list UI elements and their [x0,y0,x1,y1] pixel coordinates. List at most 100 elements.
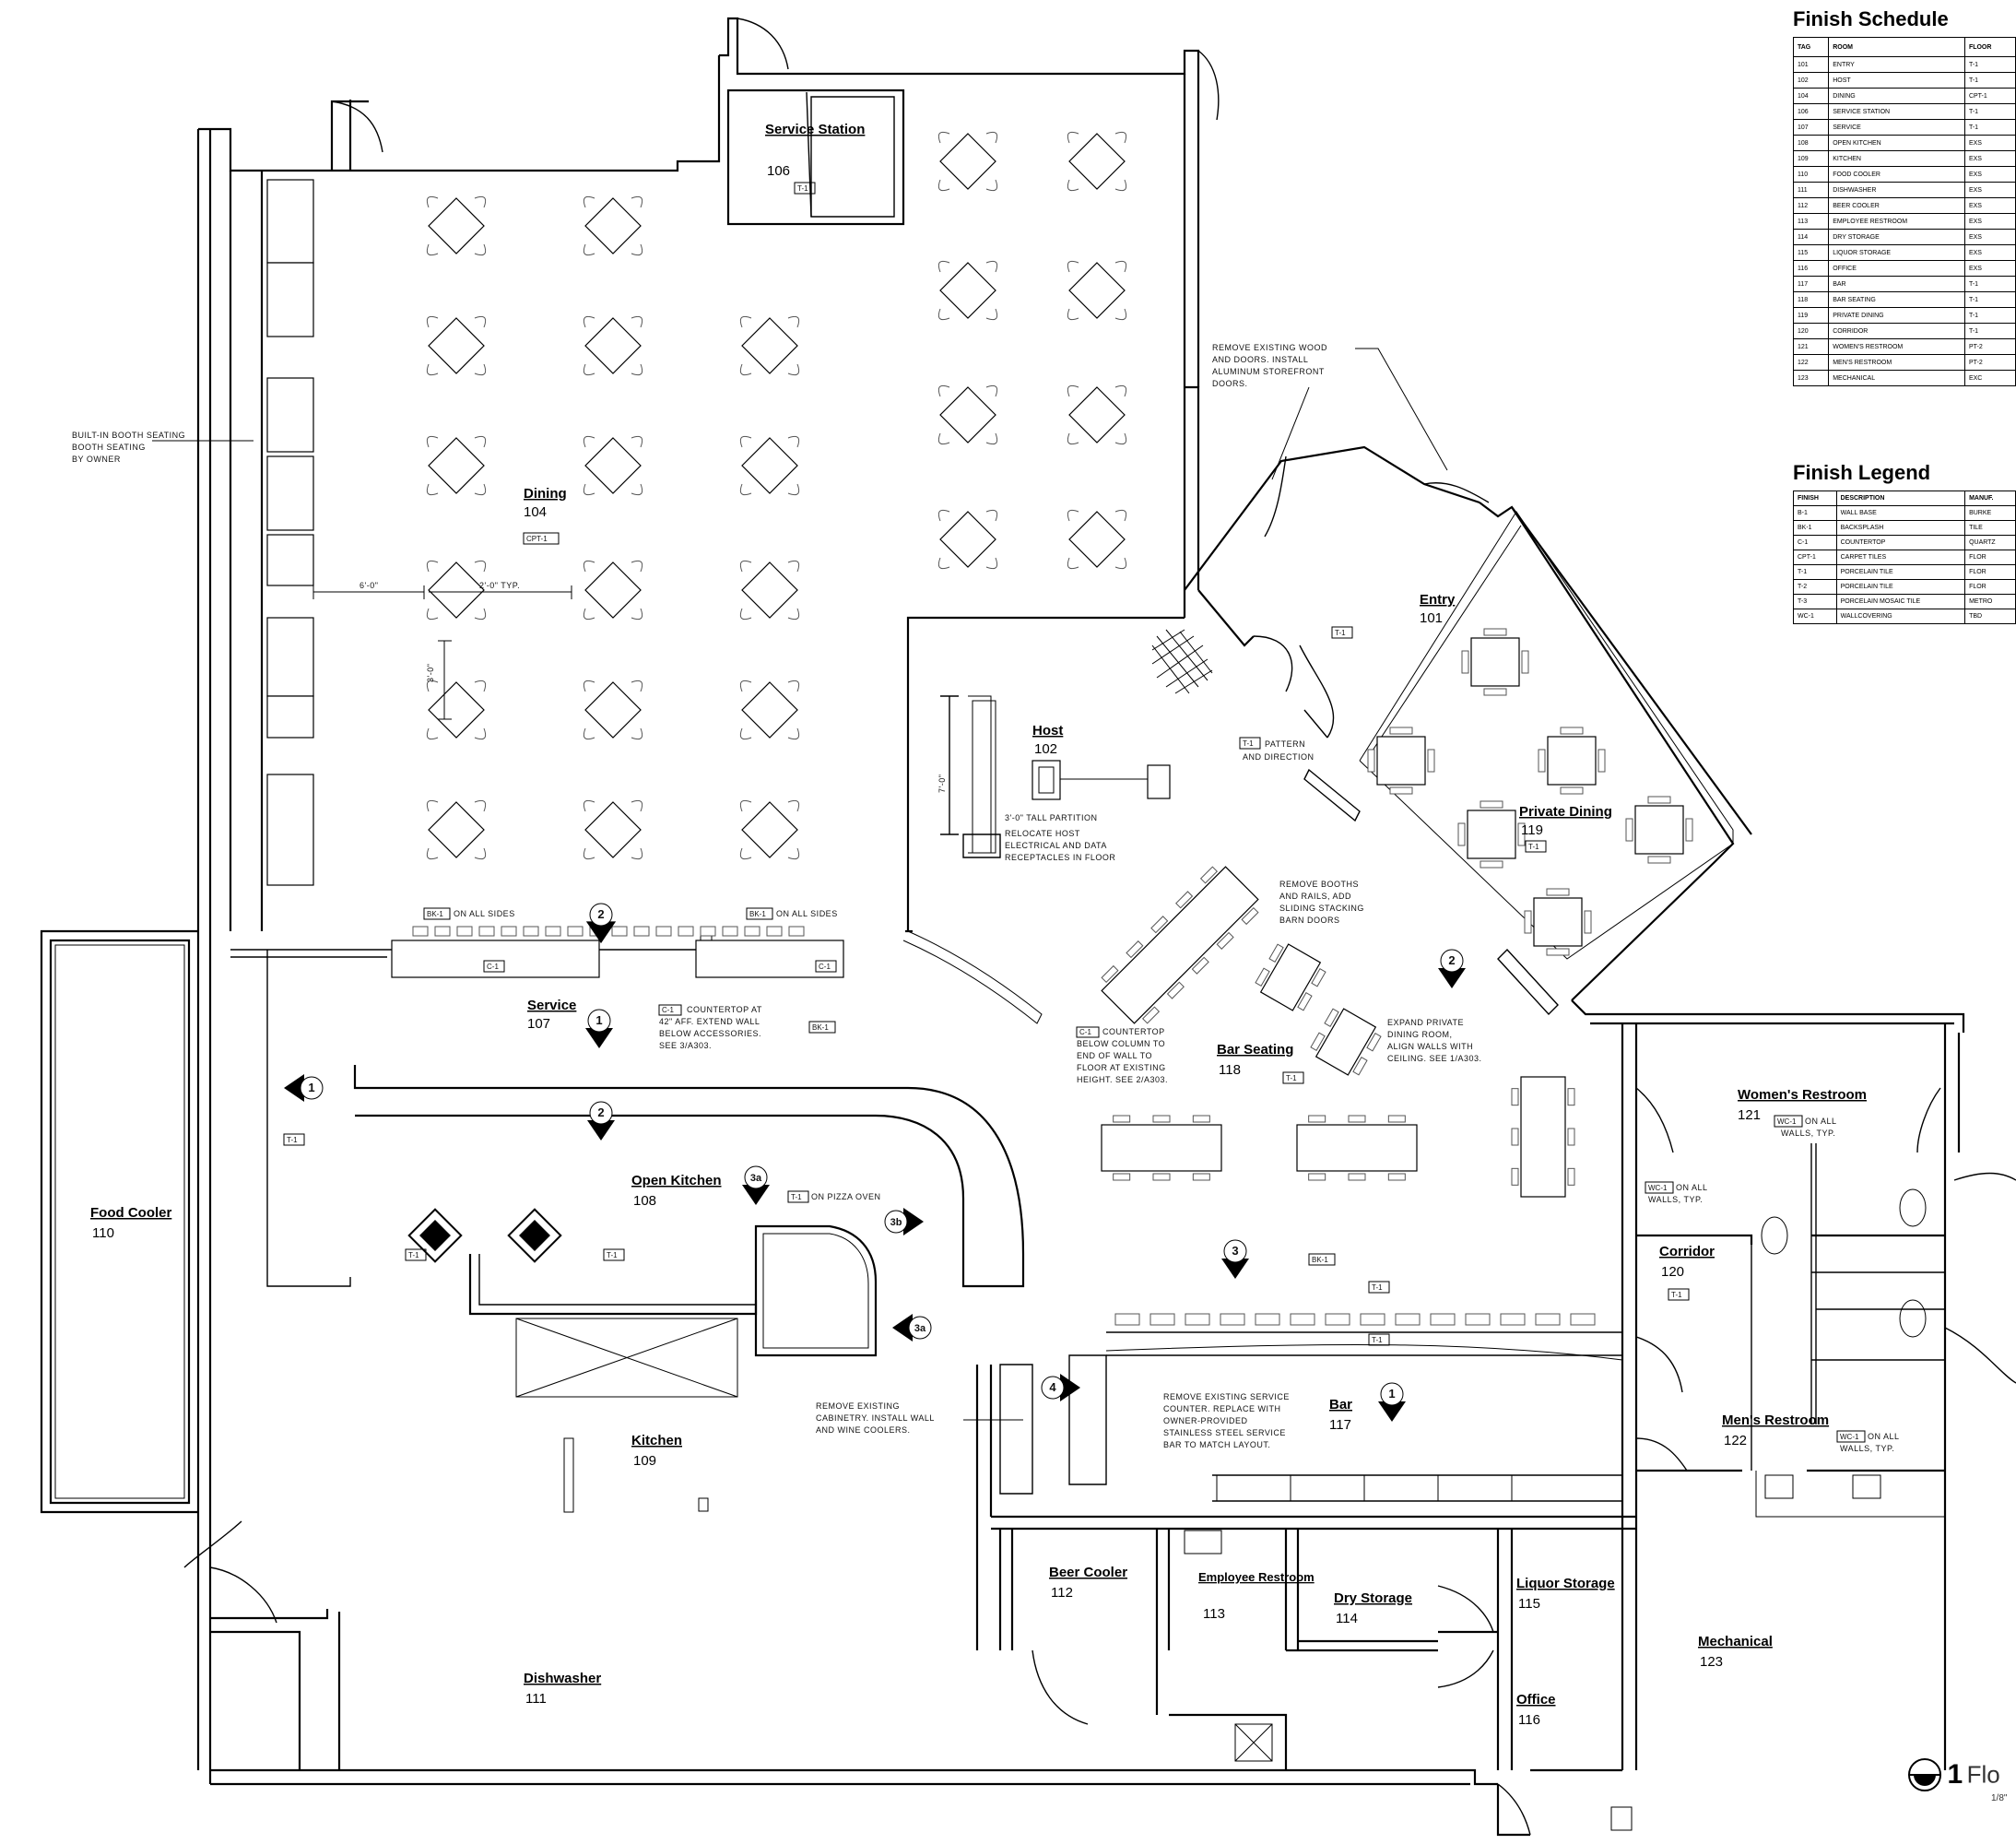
room-name-womens-restroom: Women's Restroom [1738,1087,1867,1103]
chair [787,608,800,621]
chair [1567,1088,1575,1106]
schedule-cell: T-1 [1963,276,2016,292]
chair [937,384,950,397]
chair [474,680,487,692]
note-service-1: REMOVE EXISTING SERVICE [1163,1392,1290,1401]
chair [985,260,998,273]
chair [1685,818,1693,842]
drawing-title: 1 Flo 1/8" [1906,1756,2007,1803]
note-pattern-2: AND DIRECTION [1243,752,1315,762]
table-top [1068,511,1126,568]
chair [631,195,643,208]
note-booths-2: AND RAILS, ADD [1279,892,1351,901]
room-number-dishwasher: 111 [525,1691,547,1707]
schedule-cell: BAR [1828,276,1965,292]
dining-table [739,560,800,621]
room-name-entry: Entry [1420,592,1456,608]
drawing-marker-icon [1908,1758,1941,1791]
chair [1175,891,1194,909]
finish-legend-title: Finish Legend [1793,461,1931,484]
tag-bk1-b: BK-1 [749,910,766,918]
schedule-cell: CORRIDOR [1828,323,1965,339]
chair [1166,981,1185,999]
schedule-cell: T-1 [1963,323,2016,339]
chair [1427,749,1435,773]
legend-cell: METRO [1964,594,2016,609]
chair [1517,822,1526,846]
chair [985,384,998,397]
chair [787,435,800,448]
square-table [1538,727,1606,795]
dining-tables [426,131,1693,956]
chair [426,483,439,496]
chair [985,432,998,445]
dim-aisle: 3'-0" [426,664,435,682]
schedule-cell: 119 [1792,307,1830,324]
tag-kitchen-a: T-1 [408,1251,419,1259]
schedule-cell: EXS [1963,260,2016,277]
room-number-host: 102 [1034,741,1057,757]
chair [739,847,752,860]
room-number-open-kitchen: 108 [633,1193,656,1209]
svg-text:4: 4 [1049,1380,1056,1394]
note-booth-3: BY OWNER [72,455,121,464]
dining-table [739,799,800,860]
stool [655,926,672,937]
chair [426,315,439,328]
table-top [1068,262,1126,319]
svg-text:3a: 3a [914,1323,926,1334]
room-name-dining: Dining [524,486,567,502]
tag-womens: WC-1 [1777,1117,1797,1126]
legend-cell: T-1 [1793,564,1837,580]
note-booths-1: REMOVE BOOTHS [1279,880,1359,889]
chair [1367,749,1375,773]
room-number-private-dining: 119 [1521,822,1543,838]
note-countertop-b2: BELOW COLUMN TO [1077,1039,1165,1048]
table-top [584,801,642,858]
table-top [428,197,485,254]
chair [1483,688,1507,696]
chair [474,608,487,621]
bar-stools [412,926,1596,1326]
tag-private-dining: T-1 [1528,843,1539,851]
walls [40,17,2016,1837]
chair [985,179,998,192]
chair [1216,931,1234,950]
tag-bk1-c: BK-1 [812,1023,829,1032]
chair [474,483,487,496]
stool [545,926,561,937]
schedule-cell: T-1 [1963,291,2016,308]
chair [426,608,439,621]
chair [1538,749,1546,773]
room-number-beer-cooler: 112 [1051,1585,1073,1601]
chair [739,560,752,573]
room-number-dry-storage: 114 [1336,1611,1358,1626]
legend-cell: PORCELAIN TILE [1835,579,1966,595]
note-countertop-b4: FLOOR AT EXISTING [1077,1063,1166,1072]
chair [1480,800,1503,809]
room-name-food-cooler: Food Cooler [90,1205,171,1221]
chair [1647,856,1671,864]
chair [583,315,595,328]
table-top [1101,866,1259,1024]
note-entry-1: REMOVE EXISTING WOOD [1212,343,1327,352]
chair [739,608,752,621]
chair [474,315,487,328]
note-countertop-b1: COUNTERTOP [1102,1027,1165,1036]
stool [611,926,628,937]
chair [1114,384,1127,397]
note-expand-3: ALIGN WALLS WITH [1387,1042,1473,1051]
chair [787,680,800,692]
chair [583,243,595,256]
schedule-cell: 113 [1792,213,1830,230]
table-top [1068,386,1126,443]
legend-cell: TBD [1964,609,2016,624]
note-partition: 3'-0" TALL PARTITION [1005,813,1097,822]
legend-cell: FLOR [1964,550,2016,565]
